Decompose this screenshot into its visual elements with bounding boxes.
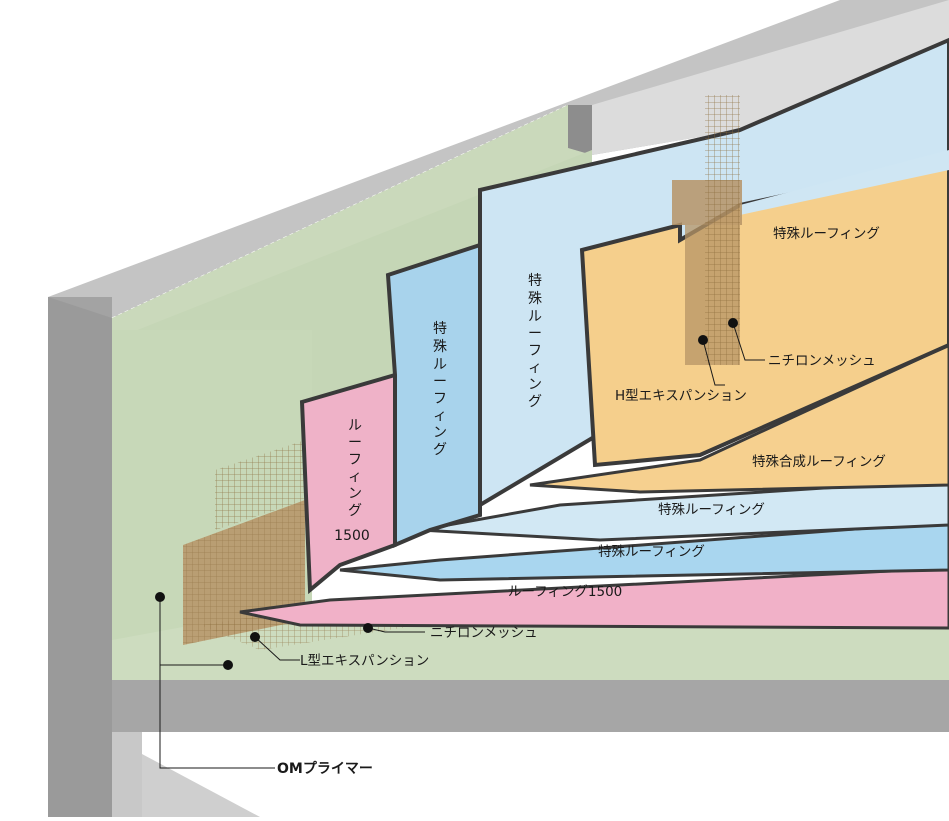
vlabel-pink-char: ィ — [348, 469, 362, 485]
slab-lower-face — [112, 732, 142, 817]
slab-underside — [112, 732, 949, 817]
vlabel-blue-char: ー — [433, 374, 447, 390]
label-om-primer: OMプライマー — [277, 761, 373, 777]
label-l-expansion: L型エキスパンション — [300, 653, 429, 669]
vlabel-pink-char: グ — [348, 503, 362, 519]
vlabel-lightblue-char: フ — [528, 343, 542, 359]
label-nichiron-mesh-upper: ニチロンメッシュ — [768, 353, 876, 369]
vlabel-blue-char: ィ — [433, 408, 447, 424]
vlabel-lightblue-char: ー — [528, 326, 542, 342]
label-tokushu-roofing-low: 特殊ルーフィング — [598, 544, 705, 560]
vlabel-pink-number: 1500 — [334, 528, 370, 544]
label-roofing-1500-floor: ルーフィング1500 — [508, 584, 622, 600]
vlabel-blue-char: フ — [433, 391, 447, 407]
vlabel-lightblue-char: ィ — [528, 360, 542, 376]
vlabel-lightblue-char: ル — [528, 309, 542, 325]
label-tokushu-roofing-mid: 特殊ルーフィング — [658, 502, 765, 518]
label-nichiron-mesh-lower: ニチロンメッシュ — [430, 625, 538, 641]
slab-edge — [112, 680, 949, 732]
vlabel-pink-char: ン — [348, 486, 362, 502]
vlabel-blue-char: 殊 — [433, 339, 447, 355]
vlabel-blue-char: グ — [433, 442, 447, 458]
vlabel-blue-char: 特 — [433, 321, 447, 337]
label-tokushu-roofing-upper: 特殊ルーフィング — [773, 226, 880, 242]
vlabel-lightblue-char: 特 — [528, 273, 542, 289]
vlabel-pink-char: ー — [348, 435, 362, 451]
vlabel-blue: 特 殊 ル ー フ ィ ン グ — [433, 321, 447, 458]
vlabel-lightblue-char: ン — [528, 377, 542, 393]
vlabel-pink-char: フ — [348, 452, 362, 468]
parapet-step — [568, 105, 592, 155]
vlabel-lightblue-char: グ — [528, 394, 542, 410]
vlabel-lightblue: 特 殊 ル ー フ ィ ン グ — [528, 273, 542, 410]
label-h-expansion: H型エキスパンション — [615, 388, 747, 404]
label-tokushu-gosei-roofing: 特殊合成ルーフィング — [752, 454, 886, 470]
vlabel-blue-char: ン — [433, 425, 447, 441]
vlabel-lightblue-char: 殊 — [528, 291, 542, 307]
vlabel-blue-char: ル — [433, 357, 447, 373]
vlabel-pink-char: ル — [348, 418, 362, 434]
left-column-top — [48, 297, 112, 817]
